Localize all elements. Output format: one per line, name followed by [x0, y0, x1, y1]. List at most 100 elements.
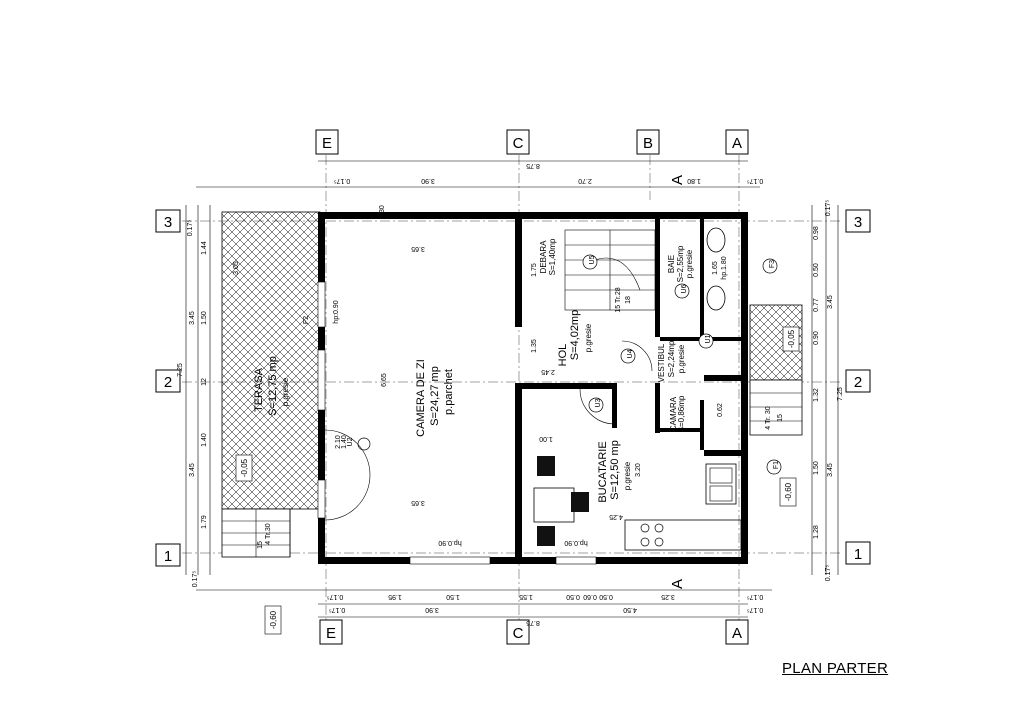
- camera-name: CAMERA DE ZI: [415, 359, 427, 437]
- dim-left-seg4: 1.79: [201, 515, 208, 529]
- bucatarie-area: S=12,50 mp: [609, 440, 621, 500]
- dim-bottom-seg6: 0.60: [583, 593, 597, 600]
- window-hp-090-bottom: hp.0.90: [438, 539, 461, 546]
- step-stair-label2: 15: [777, 414, 784, 422]
- bucatarie-dim-320: 3.20: [635, 463, 642, 477]
- window-f2: F2: [303, 316, 310, 324]
- door-u3: U3: [595, 398, 602, 407]
- room-bucatarie: BUCATARIE S=12,50 mp p.gresie 3.20 1.00 …: [533, 435, 742, 551]
- top-dimensions: 8.75 0.17⁵ 3.90 2.70 1.80 0.17⁵: [196, 160, 764, 188]
- dim-left-seg5: 0.17⁵: [192, 571, 199, 588]
- dim-bottom-seg9: 0.17⁵: [747, 593, 764, 600]
- axis-label-3-right: 3: [845, 209, 871, 233]
- dim-bottom2-seg4: 0.17⁵: [747, 606, 764, 613]
- dim-right-seg1: 0.17⁵: [825, 200, 832, 217]
- hol-floor: p.gresie: [584, 323, 593, 352]
- terasa-stair-label2: 15: [257, 541, 264, 549]
- right-dimensions: 0.17⁵ 0.98 0.50 0.77 0.90 1.32 1.50 1.28…: [811, 200, 844, 582]
- room-camara: CAMARA S=0,86mp 0.62: [669, 395, 724, 432]
- camera-floor: p.parchet: [443, 369, 455, 415]
- axis-C: C: [513, 135, 524, 152]
- main-stairs: [564, 229, 656, 311]
- bucatarie-floor: p.gresie: [623, 461, 632, 490]
- dim-bottom2-seg2: 3.90: [425, 606, 439, 613]
- terasa-dim-305: 3.05: [233, 261, 240, 275]
- axis-label-2-right: 2: [845, 369, 871, 393]
- exterior-level: -0,60: [784, 482, 793, 501]
- window-hp-090-kitchen: hp.0.90: [564, 539, 587, 546]
- vestibul-floor: p.gresie: [677, 344, 686, 373]
- hol-stairs2: 18: [625, 296, 632, 304]
- bucatarie-dim-425: 4.25: [609, 513, 623, 520]
- dim-top-seg3: 2.70: [578, 177, 592, 184]
- camera-dim-365b: 3.65: [411, 499, 425, 506]
- terrace: TERASA S=12,75 mp p.gresie -0,05 3.05 4 …: [221, 211, 321, 558]
- axis-2: 2: [164, 374, 172, 391]
- terasa-name: TERASA: [253, 367, 265, 412]
- dim-left-seg1: 0.17⁵: [187, 220, 194, 237]
- dim-left-extra: 1.40: [201, 433, 208, 447]
- dim-right-total: 7.25: [837, 387, 844, 401]
- hol-dim-245: 2.45: [541, 368, 555, 375]
- misc-annotations: -0,60 -0,60 A A: [264, 175, 797, 635]
- bucatarie-name: BUCATARIE: [597, 441, 609, 502]
- dim-top-seg5: 0.17⁵: [747, 177, 764, 184]
- dim-right-mid1: 3.45: [827, 295, 834, 309]
- dim-bottom2-seg1: 0.17⁵: [329, 606, 346, 613]
- camera-dim-030: 0.30: [379, 205, 386, 219]
- left-dimensions: 0.17⁵ 1.44 1.50 1.79 0.17⁵ 3.45 12 3.45 …: [177, 205, 211, 588]
- dim-bottom-seg1: 0.17⁵: [327, 593, 344, 600]
- camara-dim-062: 0.62: [717, 403, 724, 417]
- door-u4: U4: [627, 349, 634, 358]
- dim-left-total: 7.25: [177, 363, 184, 377]
- axis-label-1-left: 1: [155, 543, 181, 567]
- axis-3: 3: [164, 214, 172, 231]
- dim-right-seg6: 1.32: [813, 388, 820, 402]
- window-dim-210: 2.10: [335, 435, 342, 449]
- dim-left-mid2: 12: [201, 378, 208, 386]
- axis-label-C-top: C: [506, 129, 530, 155]
- dim-right-mid2: 3.45: [827, 463, 834, 477]
- dim-top-seg4: 1.80: [687, 177, 701, 184]
- section-mark-top: A: [669, 175, 686, 185]
- dim-left-seg3: 1.50: [201, 311, 208, 325]
- room-hol: HOL S=4,02mp p.gresie 15 Tr.28 18 1.35 1…: [531, 263, 632, 375]
- dim-right-seg7: 1.50: [813, 461, 820, 475]
- axis-label-B-top: B: [636, 129, 660, 155]
- dim-bottom-total: 8.75: [526, 619, 540, 626]
- bottom-windows: hp.0.90 hp.0.90: [409, 539, 597, 565]
- dim-top-seg2: 3.90: [421, 177, 435, 184]
- window-f1: F1: [773, 461, 780, 469]
- window-f3: F3: [769, 260, 776, 268]
- baie-name: BAIE: [667, 255, 676, 273]
- axis-E-bottom: E: [326, 625, 336, 642]
- axis-label-3-left: 3: [155, 209, 181, 233]
- hol-area: S=4,02mp: [569, 310, 581, 360]
- door-u1: U1: [705, 334, 712, 343]
- room-vestibul: VESTIBUL S=2,24mp p.gresie: [657, 340, 686, 382]
- room-baie: BAIE S=2,55mp p.gresie hp.1.80 1.65: [667, 227, 728, 311]
- right-step: -0,05 4 Tr. 30 15: [749, 304, 803, 436]
- dim-bottom-seg3: 1.50: [446, 593, 460, 600]
- dim-right-seg8: 1.28: [813, 525, 820, 539]
- plan-title: PLAN PARTER: [782, 660, 889, 677]
- step-stair-label: 4 Tr. 30: [765, 406, 772, 429]
- step-level: -0,05: [787, 329, 796, 348]
- camara-area: S=0,86mp: [677, 395, 686, 432]
- door-u5: U5: [589, 255, 596, 264]
- axis-label-2-left: 2: [155, 369, 181, 393]
- baie-dim-165: 1.65: [712, 261, 719, 275]
- dim-top-total: 8.75: [526, 162, 540, 169]
- dim-bottom-seg8: 3.25: [661, 593, 675, 600]
- terasa-stair-label: 4 Tr.30: [265, 523, 272, 545]
- hol-dim-175: 1.75: [531, 263, 538, 277]
- dim-right-seg9: 0.17⁵: [825, 565, 832, 582]
- axis-C-bottom: C: [513, 625, 524, 642]
- axis-A-bottom: A: [732, 625, 742, 642]
- axis-label-A-bottom: A: [725, 619, 749, 645]
- debara-area: S=1,40mp: [548, 238, 557, 275]
- door-markers: U3 U4 U5 U6 U1 F3 F1: [324, 254, 782, 521]
- dim-right-seg3: 0.50: [813, 263, 820, 277]
- axis-label-E-top: E: [315, 129, 339, 155]
- camera-dim-665: 6.65: [381, 373, 388, 387]
